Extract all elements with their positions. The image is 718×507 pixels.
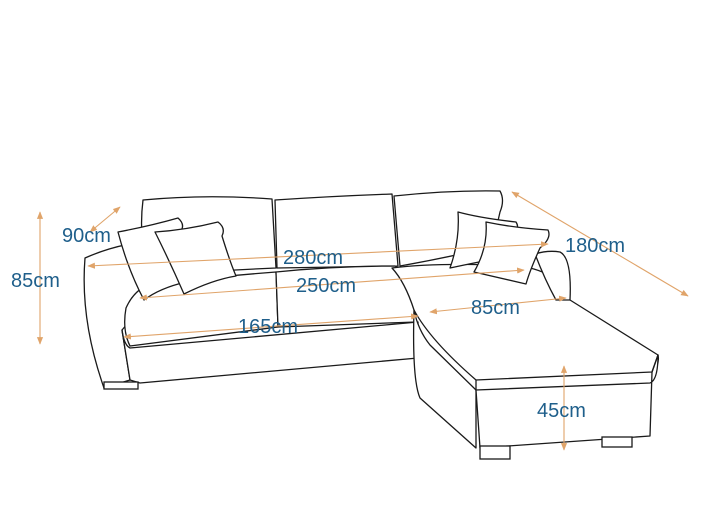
label-inner-width: 250cm <box>296 275 356 297</box>
label-chaise-length: 180cm <box>565 235 625 257</box>
dim-line-chaise-length <box>511 191 689 297</box>
leg-chaise-back <box>601 436 633 448</box>
label-seat-width: 165cm <box>238 316 298 338</box>
label-chaise-width: 85cm <box>471 297 520 319</box>
leg-chaise-front <box>479 445 511 460</box>
dim-line-total-width <box>87 241 549 269</box>
dim-line-depth <box>89 206 121 233</box>
label-height: 85cm <box>11 270 60 292</box>
label-total-width: 280cm <box>283 247 343 269</box>
dim-line-inner-width <box>139 267 525 301</box>
chaise-edge <box>475 354 659 391</box>
dimension-lines <box>36 191 689 451</box>
dimension-labels: 85cm 90cm 280cm 250cm 165cm 180cm 85cm 4… <box>11 225 625 422</box>
dim-line-chaise-width <box>429 295 567 315</box>
leg-left <box>103 381 139 390</box>
label-seat-height: 45cm <box>537 400 586 422</box>
label-depth: 90cm <box>62 225 111 247</box>
dim-line-seat-width <box>123 313 419 340</box>
